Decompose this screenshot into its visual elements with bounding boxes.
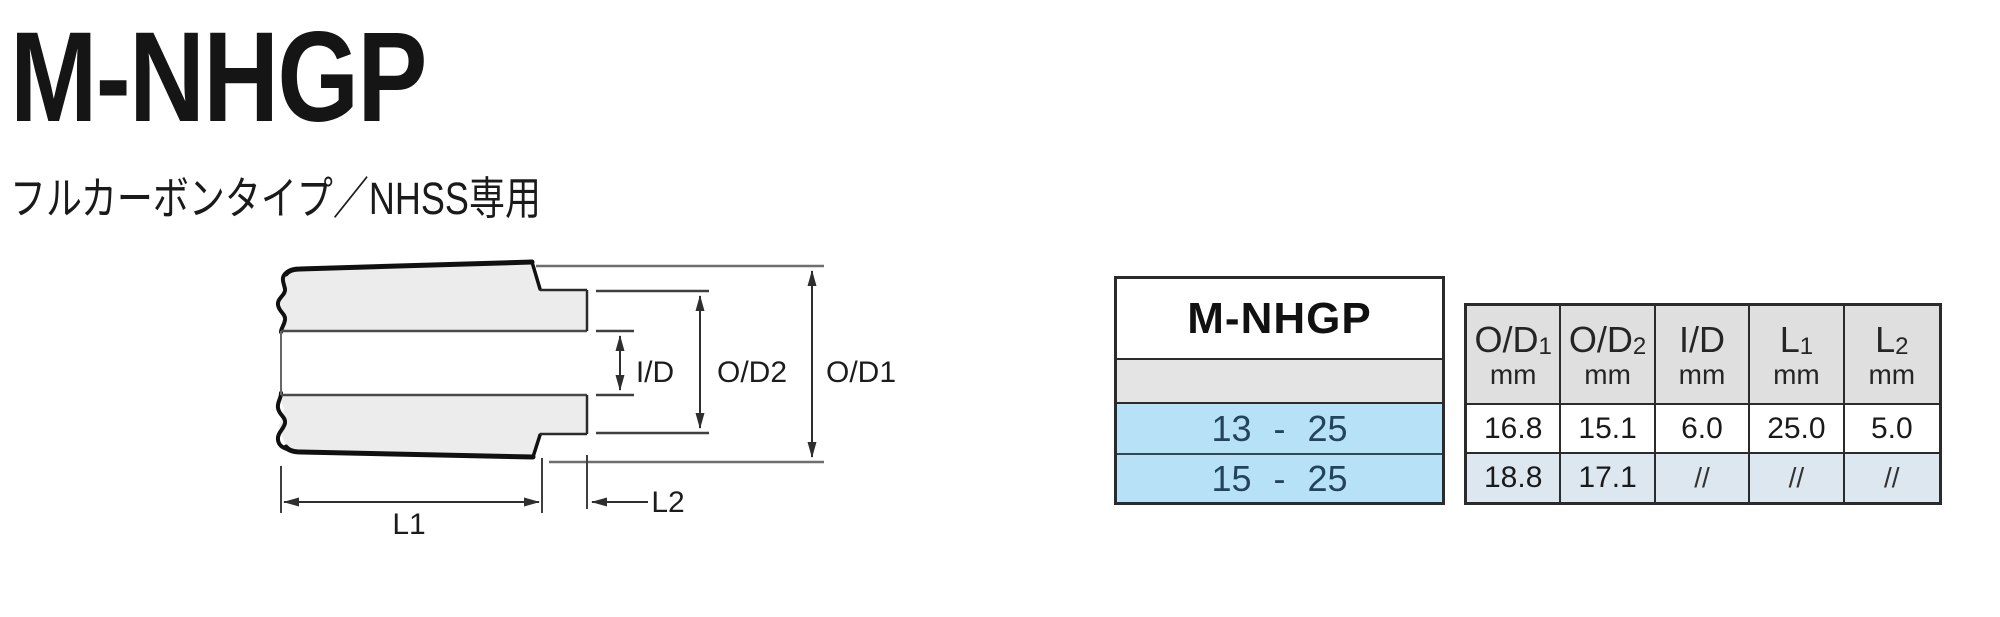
spec-column-header-od1: O/D1 mm xyxy=(1467,306,1562,405)
break-line-top xyxy=(275,269,291,334)
spec-cell-ditto: // xyxy=(1655,454,1751,502)
length2-label: L2 xyxy=(651,486,684,519)
spec-column-header-od2: O/D2 mm xyxy=(1561,306,1656,405)
part-top-wall xyxy=(280,262,587,331)
spec-cell: 17.1 xyxy=(1561,454,1656,502)
part-step-bottom xyxy=(531,433,542,459)
model-size-row: 13 - 25 xyxy=(1117,404,1442,455)
page-subtitle: フルカーボンタイプ／NHSS専用 xyxy=(10,173,541,224)
model-size-row: 15 - 25 xyxy=(1117,455,1442,502)
dim-length1: L1 xyxy=(280,458,543,541)
spec-cell: 25.0 xyxy=(1750,405,1845,454)
dim-outer-diameter2: O/D2 xyxy=(596,289,787,435)
model-size-label: 13 - 25 xyxy=(1211,407,1348,449)
page-title: M-NHGP xyxy=(10,6,427,149)
dim-inner-diameter: I/D xyxy=(596,329,674,397)
part-step-top xyxy=(530,260,542,291)
dim-length2: L2 xyxy=(586,455,685,519)
model-size-label: 15 - 25 xyxy=(1211,457,1348,499)
spec-cell: 15.1 xyxy=(1561,405,1656,454)
spec-cell: 6.0 xyxy=(1655,405,1751,454)
spec-cell: 18.8 xyxy=(1467,454,1562,502)
inner-diameter-label: I/D xyxy=(636,356,674,389)
spec-column-header-l2: L2 mm xyxy=(1844,306,1939,405)
dim-outer-diameter1: O/D1 xyxy=(536,264,896,464)
spec-cell: 5.0 xyxy=(1844,405,1939,454)
model-table-header: M-NHGP xyxy=(1117,279,1442,360)
outer-diameter2-label: O/D2 xyxy=(717,356,787,389)
model-table-title: M-NHGP xyxy=(1187,293,1372,343)
spec-cell-ditto: // xyxy=(1844,454,1939,502)
spec-table: O/D1 mm O/D2 mm I/D mm L1 mm L2 mm 16.8 … xyxy=(1464,303,1942,505)
part-bottom-wall xyxy=(279,395,587,457)
spec-column-header-l1: L1 mm xyxy=(1750,306,1845,405)
outer-diameter1-label: O/D1 xyxy=(826,356,896,389)
model-table-gray-band xyxy=(1117,360,1442,404)
spec-column-header-id: I/D mm xyxy=(1655,306,1751,405)
break-line-bottom xyxy=(275,391,291,452)
model-table: M-NHGP 13 - 25 15 - 25 xyxy=(1114,276,1445,505)
spec-cell: 16.8 xyxy=(1467,405,1562,454)
length1-label: L1 xyxy=(392,508,425,541)
part-outline-top xyxy=(283,259,535,277)
part-outline-bottom xyxy=(283,444,536,460)
spec-cell-ditto: // xyxy=(1750,454,1845,502)
